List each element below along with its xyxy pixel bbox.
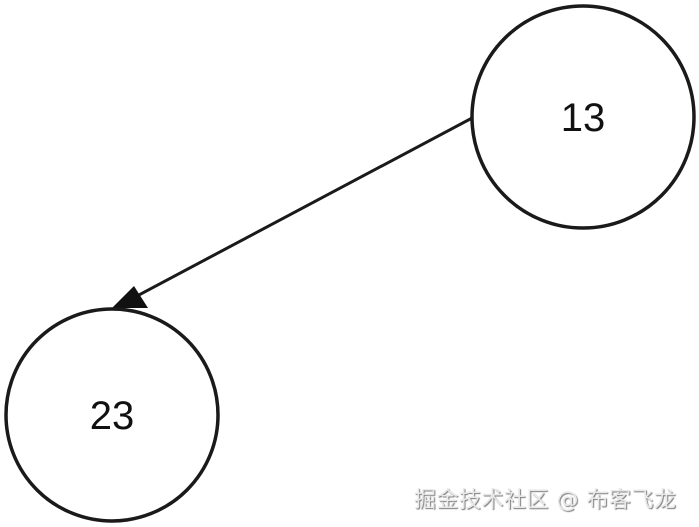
node-23-label: 23: [90, 394, 135, 438]
node-13: 13: [470, 4, 696, 230]
watermark-text: 掘金技术社区 @ 布客飞龙: [414, 488, 677, 513]
node-23: 23: [4, 307, 220, 523]
arrowhead-icon: [112, 286, 148, 308]
node-13-label: 13: [561, 96, 606, 140]
edge-13-to-23: [112, 115, 475, 308]
